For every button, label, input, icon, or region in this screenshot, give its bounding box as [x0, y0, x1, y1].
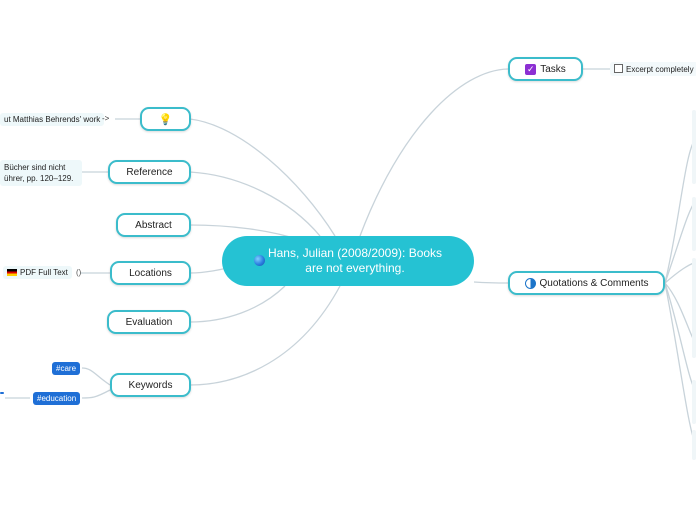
- abstract-label: Abstract: [135, 219, 172, 231]
- quote-card[interactable]: [692, 258, 696, 358]
- idea-note-text: ut Matthias Behrends' work: [4, 115, 101, 124]
- locations-node[interactable]: Locations: [110, 261, 191, 285]
- locations-label: Locations: [129, 267, 172, 279]
- reference-label: Reference: [126, 166, 173, 178]
- reference-text-line2: ührer, pp. 120–129.: [4, 174, 74, 183]
- root-topic[interactable]: Hans, Julian (2008/2009): Books are not …: [222, 236, 474, 286]
- task-item-text: Excerpt completely: [626, 65, 694, 74]
- quote-card[interactable]: [692, 197, 696, 251]
- tasks-node[interactable]: ✓ Tasks: [508, 57, 583, 81]
- abstract-node[interactable]: Abstract: [116, 213, 191, 237]
- globe-icon: [254, 255, 265, 266]
- quotations-node[interactable]: Quotations & Comments: [508, 271, 665, 295]
- reference-text-line1: Bücher sind nicht: [4, 163, 66, 172]
- tasks-label: Tasks: [540, 63, 566, 75]
- tag-education[interactable]: #education: [33, 392, 81, 405]
- keywords-node[interactable]: Keywords: [110, 373, 191, 397]
- root-title: Hans, Julian (2008/2009): Books are not …: [267, 246, 443, 275]
- evaluation-label: Evaluation: [125, 316, 173, 328]
- quote-card[interactable]: [692, 110, 696, 184]
- checkbox-checked-icon: ✓: [525, 63, 537, 75]
- tag-care[interactable]: #care: [52, 362, 81, 375]
- checkbox-icon[interactable]: [614, 64, 623, 73]
- keywords-label: Keywords: [128, 379, 173, 391]
- lightbulb-icon: 💡: [158, 113, 173, 126]
- location-pdf-text: PDF Full Text: [20, 268, 68, 277]
- evaluation-node[interactable]: Evaluation: [107, 310, 191, 334]
- half-circle-icon: [524, 277, 536, 289]
- quote-card[interactable]: [692, 430, 696, 460]
- location-pdf[interactable]: PDF Full Text: [3, 266, 72, 279]
- idea-node[interactable]: 💡: [140, 107, 191, 131]
- reference-text[interactable]: Bücher sind nicht ührer, pp. 120–129.: [0, 160, 82, 186]
- quote-card[interactable]: [692, 380, 696, 424]
- reference-node[interactable]: Reference: [108, 160, 191, 184]
- tag-cutoff[interactable]: [0, 392, 4, 394]
- location-link[interactable]: (): [76, 268, 82, 277]
- idea-note[interactable]: ut Matthias Behrends' work: [0, 113, 105, 126]
- quotations-label: Quotations & Comments: [539, 277, 649, 289]
- task-item[interactable]: Excerpt completely: [610, 62, 696, 76]
- german-flag-icon: [7, 269, 17, 276]
- idea-arrow: ->: [102, 114, 110, 123]
